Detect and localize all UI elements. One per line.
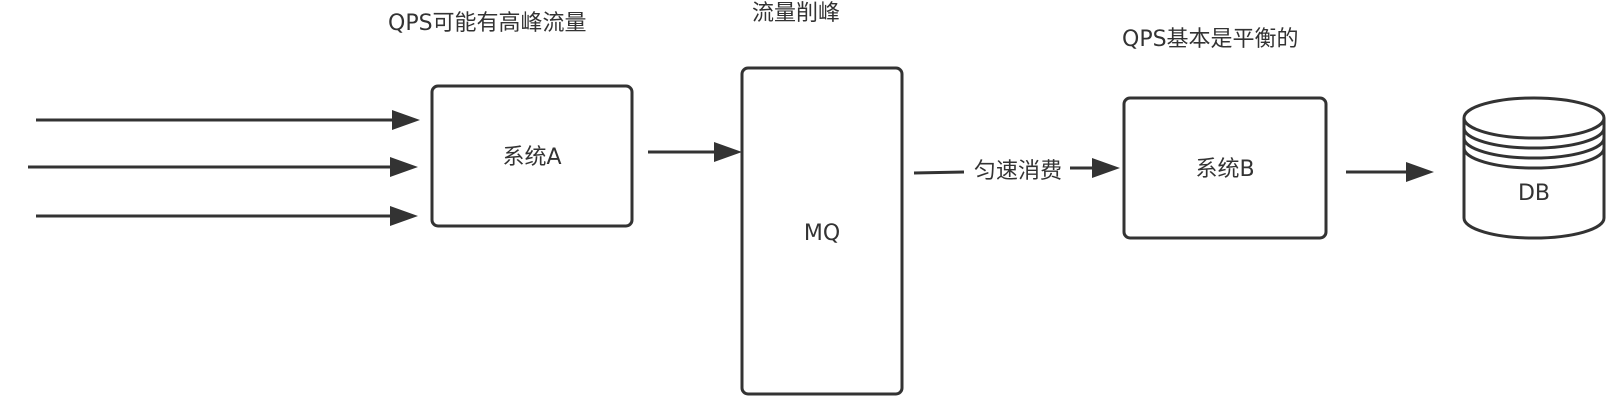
system-a-label: 系统A (502, 145, 561, 170)
db-label: DB (1518, 181, 1550, 206)
system-b-node: 系统B (1122, 96, 1328, 240)
edge-a-to-mq (648, 142, 742, 162)
system-a-node: 系统A (430, 84, 634, 228)
system-b-label: 系统B (1195, 157, 1254, 182)
incoming-arrow-bottom (36, 206, 418, 226)
db-node: DB (1462, 96, 1606, 240)
edge-b-to-db (1346, 162, 1434, 182)
mq-label: MQ (804, 221, 840, 246)
annotation-balanced: QPS基本是平衡的 (1122, 27, 1299, 52)
incoming-arrow-top (36, 110, 420, 130)
edge-mq-to-b-label: 匀速消费 (974, 159, 1062, 184)
annotation-peak-traffic: QPS可能有高峰流量 (388, 11, 587, 36)
mq-node: MQ (740, 66, 904, 396)
incoming-arrow-middle (28, 157, 418, 177)
annotation-peak-shaving: 流量削峰 (752, 1, 840, 26)
edge-mq-to-b: 匀速消费 (913, 158, 1120, 184)
